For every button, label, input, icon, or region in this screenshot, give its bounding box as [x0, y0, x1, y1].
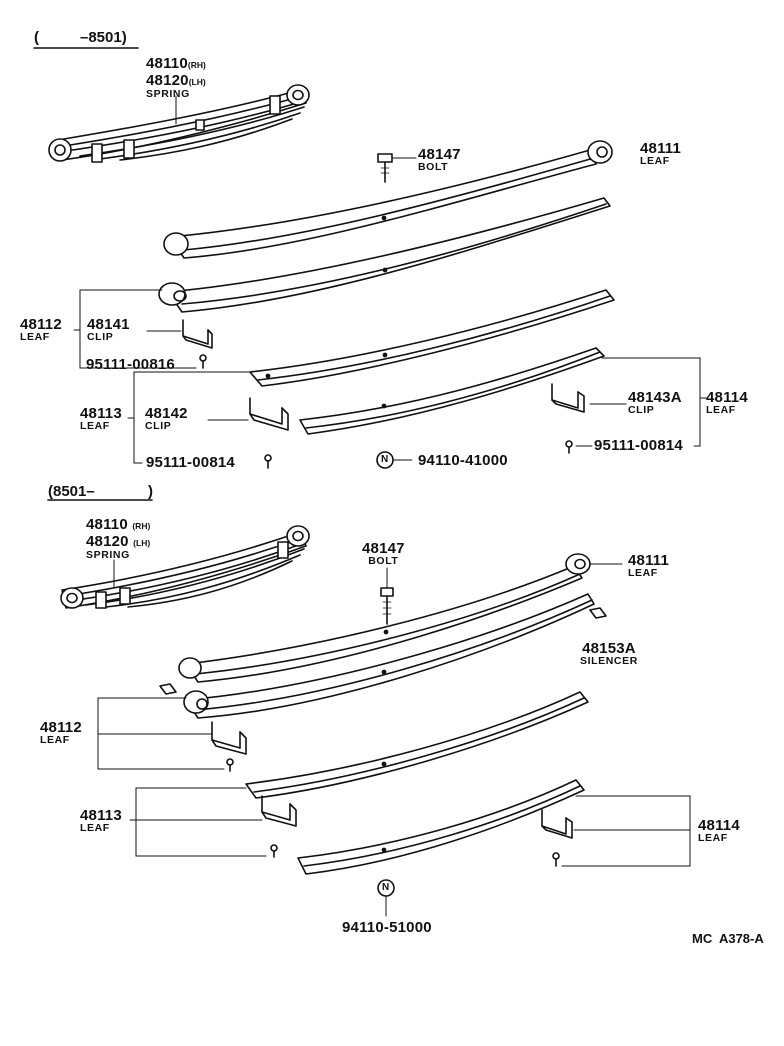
leaf-48111-bottom — [178, 553, 623, 683]
spring-label-bottom: 48110 (RH) 48120 (LH) SPRING — [86, 517, 150, 561]
spring-name-bottom: SPRING — [86, 549, 130, 561]
rivet-95111-00816-icon — [199, 354, 207, 369]
rivet-48114-bottom-icon — [552, 852, 560, 867]
nut-symbol-bottom-icon — [377, 879, 395, 917]
bracket-48112-top — [73, 289, 197, 369]
leaf-48112-top — [158, 197, 611, 313]
leaf-48114-top — [299, 347, 605, 435]
clip-48114-bottom-icon — [541, 809, 573, 839]
bracket-48113-top — [127, 371, 251, 464]
part-48120-top: 48120 — [146, 72, 189, 89]
bolt-48147-top-icon — [377, 153, 417, 183]
silencer-48153a-icon — [589, 607, 607, 619]
part-48110-top: 48110 — [146, 55, 188, 72]
leaf-48112-bottom — [183, 593, 595, 719]
nut-94110-41000-label: 94110-41000 — [418, 452, 508, 469]
range-bottom-close: ) — [148, 483, 153, 500]
leaf-48113-bottom — [245, 691, 589, 799]
nut-symbol-top-icon — [376, 451, 413, 469]
figure-code: MC A378-A — [692, 931, 764, 946]
leaf-48111-top — [163, 140, 613, 259]
rivet-95111-00814-left-icon — [264, 454, 272, 469]
clip-48113-bottom-icon — [261, 795, 297, 827]
bolt-48147-label-bottom: 48147 BOLT — [362, 540, 405, 567]
clip-48143a-icon — [551, 383, 627, 413]
rivet-95111-00814-right-icon — [565, 440, 593, 454]
clip-48141-label: 48141 CLIP — [87, 316, 130, 343]
clip-48141-icon — [146, 319, 213, 349]
leaf-48111-label-bottom: 48111 LEAF — [628, 552, 670, 579]
clip-48142-label: 48142 CLIP — [145, 405, 188, 432]
range-top-end: –8501) — [80, 29, 127, 46]
part-48120-bottom: 48120 — [86, 533, 129, 550]
nut-symbol-bottom: N — [382, 882, 390, 893]
nut-symbol-top: N — [381, 454, 389, 465]
bracket-48114-top — [601, 357, 707, 447]
rivet-95111-00816-label: 95111-00816 — [86, 356, 175, 373]
silencer-48153a-label: 48153A SILENCER — [580, 640, 638, 667]
leaf-48114-bottom — [297, 779, 585, 875]
bracket-48112-bottom — [97, 697, 225, 770]
bracket-48114-bottom — [561, 795, 691, 867]
leaf-48113-top — [249, 289, 615, 387]
rivet-48112-bottom-icon — [226, 758, 234, 772]
range-bottom-start: (8501– — [48, 483, 95, 500]
spring-assembly-bottom — [60, 525, 310, 609]
part-48110-bottom: 48110 — [86, 516, 128, 533]
rivet-95111-00814-left-label: 95111-00814 — [146, 454, 235, 471]
leaf-48113-label-top: 48113 LEAF — [80, 405, 122, 432]
clip-48112-bottom-icon — [211, 721, 247, 755]
rh-tag-top: (RH) — [187, 60, 206, 70]
clip-48143a-label: 48143A CLIP — [628, 389, 682, 416]
nut-94110-51000-label: 94110-51000 — [342, 919, 432, 936]
lh-tag-bottom: (LH) — [133, 538, 151, 548]
rivet-48113-bottom-icon — [270, 844, 278, 858]
spring-name-top: SPRING — [146, 88, 190, 100]
leaf-48112-label-top: 48112 LEAF — [20, 316, 62, 343]
bracket-48113-bottom — [129, 787, 267, 857]
spring-assembly-top — [48, 84, 310, 163]
bolt-48147-bottom-icon — [380, 567, 394, 625]
rivet-95111-00814-right-label: 95111-00814 — [594, 437, 683, 454]
clip-48142-icon — [207, 397, 289, 431]
leaf-48111-label-top: 48111 LEAF — [640, 140, 682, 167]
bolt-48147-label-top: 48147 BOLT — [418, 146, 461, 173]
leaf-48112-label-bottom: 48112 LEAF — [40, 719, 82, 746]
range-top-open: ( — [34, 29, 39, 46]
silencer-left-icon — [159, 683, 177, 695]
leaf-48114-label-bottom: 48114 LEAF — [698, 817, 740, 844]
leaf-48113-label-bottom: 48113 LEAF — [80, 807, 122, 834]
rh-tag-bottom: (RH) — [132, 521, 151, 531]
spring-label-top: 48110(RH) 48120(LH) SPRING — [146, 56, 206, 100]
leaf-48114-label-top: 48114 LEAF — [706, 389, 748, 416]
lh-tag-top: (LH) — [188, 77, 206, 87]
